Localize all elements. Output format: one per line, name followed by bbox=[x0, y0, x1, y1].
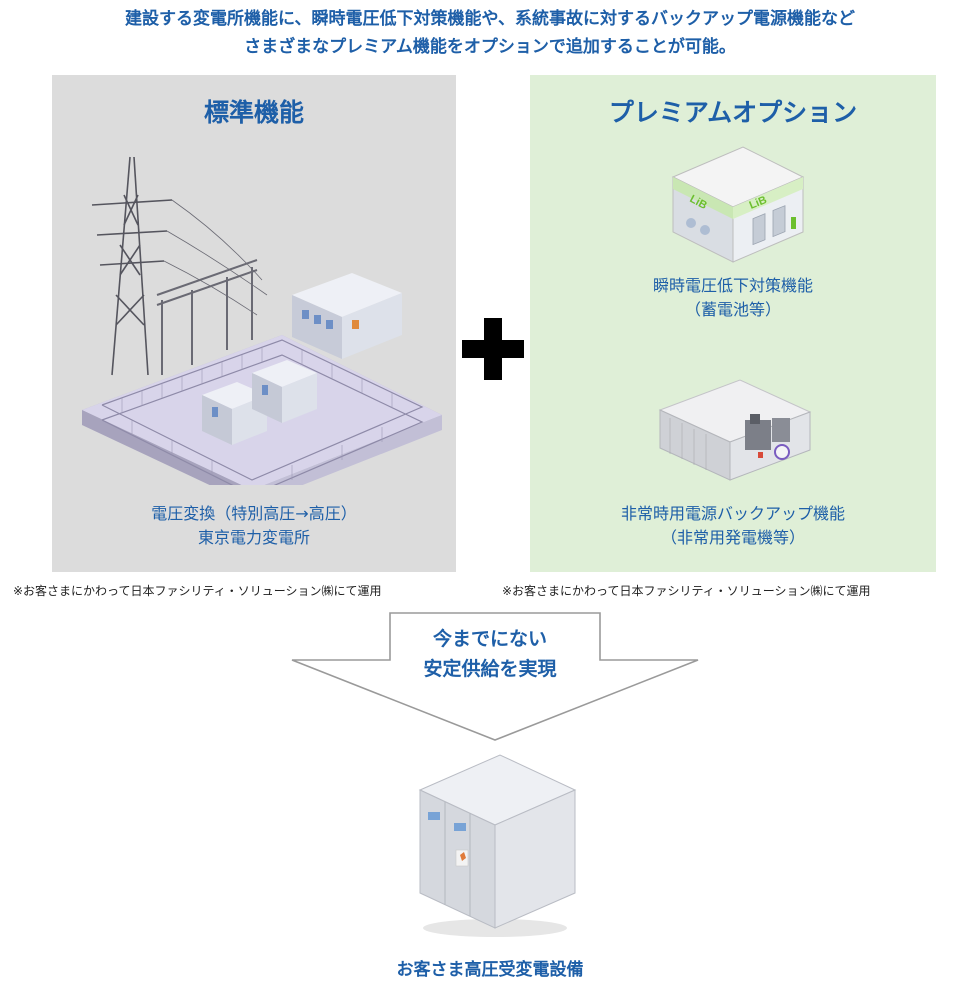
headline-line-1: 建設する変電所機能に、瞬時電圧低下対策機能や、系統事故に対するバックアップ電源機… bbox=[125, 9, 855, 29]
down-arrow-shape bbox=[291, 612, 699, 741]
customer-equipment-label: お客さま高圧受変電設備 bbox=[396, 960, 584, 980]
premium-option2-line-1: 非常時用電源バックアップ機能 bbox=[620, 504, 845, 523]
customer-switchgear-illustration bbox=[418, 754, 577, 937]
arrow-text-line-1: 今までにない bbox=[432, 628, 547, 650]
standard-caption-line-2: 東京電力変電所 bbox=[197, 528, 310, 547]
standard-function-title: 標準機能 bbox=[203, 98, 304, 127]
premium-option-panel: プレミアムオプション LiB LiB 瞬時電圧低下対策機能 （蓄電池等） 非常時… bbox=[530, 75, 936, 572]
premium-option1-line-1: 瞬時電圧低下対策機能 bbox=[652, 276, 813, 295]
arrow-text-line-2: 安定供給を実現 bbox=[423, 658, 557, 680]
standard-caption-line-1: 電圧変換（特別高圧→高圧） bbox=[151, 504, 357, 523]
generator-illustration bbox=[658, 379, 812, 481]
standard-operation-note: ※お客さまにかわって日本ファシリティ・ソリューション㈱にて運用 bbox=[13, 584, 382, 598]
battery-storage-illustration: LiB LiB bbox=[671, 146, 805, 263]
premium-option2-line-2: （非常用発電機等） bbox=[660, 528, 805, 547]
premium-option1-line-2: （蓄電池等） bbox=[684, 300, 781, 319]
premium-operation-note: ※お客さまにかわって日本ファシリティ・ソリューション㈱にて運用 bbox=[502, 584, 871, 598]
substation-illustration bbox=[82, 156, 442, 485]
headline-line-2: さまざまなプレミアム機能をオプションで追加することが可能。 bbox=[244, 37, 736, 57]
premium-option-title: プレミアムオプション bbox=[608, 98, 858, 127]
plus-icon bbox=[462, 318, 524, 380]
standard-function-panel: 標準機能 bbox=[52, 75, 456, 572]
